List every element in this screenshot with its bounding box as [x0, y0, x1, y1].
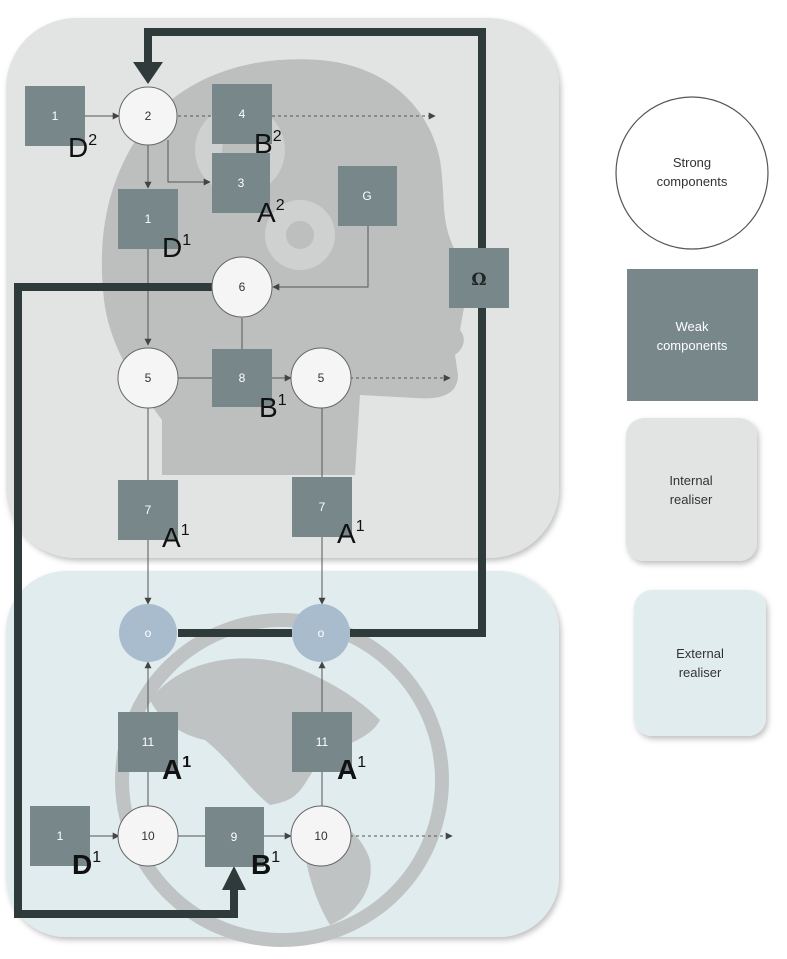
box-omega	[449, 248, 509, 308]
circle-10-right-label: 10	[314, 829, 328, 843]
legend-internal-box	[626, 418, 757, 561]
legend-external-box	[634, 590, 766, 736]
box-omega-label: Ω	[471, 270, 486, 290]
strong-circles: 2 6 5 5 o o 10 10	[117, 86, 352, 867]
box-9-label: 9	[231, 830, 238, 844]
circle-10-right	[290, 805, 352, 867]
feedback-arrowhead-top	[133, 62, 163, 84]
circle-o-left-label: o	[145, 626, 152, 640]
circle-6-label: 6	[239, 280, 246, 294]
box-11-right-label: 11	[316, 735, 329, 749]
label-d2: D2	[68, 132, 97, 163]
legend-internal-line2: realiser	[670, 492, 713, 507]
label-d1-top: D1	[162, 232, 191, 263]
thick-feedback-lines	[14, 28, 486, 918]
box-8	[212, 349, 272, 407]
legend-strong-line1: Strong	[673, 155, 711, 170]
box-8-label: 8	[239, 371, 246, 385]
circle-5-right-label: 5	[318, 371, 325, 385]
box-11-left	[118, 712, 178, 772]
circle-10-left-label: 10	[141, 829, 155, 843]
box-b2-label: 4	[239, 107, 246, 121]
circle-o-right-label: o	[318, 626, 325, 640]
legend-external-line2: realiser	[679, 665, 722, 680]
label-a1-bottom-right: A1	[337, 754, 366, 785]
legend-weak-line2: components	[657, 338, 728, 353]
legend-strong-line2: components	[657, 174, 728, 189]
legend-weak-line1: Weak	[676, 319, 709, 334]
box-7-right	[292, 477, 352, 537]
box-a2	[212, 153, 270, 213]
box-7-right-label: 7	[319, 500, 326, 514]
feedback-arrowhead-bottom	[222, 866, 246, 890]
legend-internal-line1: Internal	[669, 473, 712, 488]
box-g	[338, 166, 397, 226]
label-d1-bottom: D1	[72, 849, 101, 880]
label-b1-top: B1	[259, 392, 287, 423]
circle-5-left	[117, 347, 179, 409]
legend-external-line1: External	[676, 646, 724, 661]
legend-weak-box	[627, 269, 758, 401]
box-d1-bottom-label: 1	[57, 829, 64, 843]
box-a2-label: 3	[238, 176, 245, 190]
circle-5-left-label: 5	[145, 371, 152, 385]
label-b1-bottom: B1	[251, 849, 280, 880]
label-a2: A2	[257, 197, 285, 228]
weak-boxes: 1 4 3 1 G Ω 8 7 7 11 11 1 9	[25, 84, 509, 867]
box-d2-label: 1	[52, 109, 59, 123]
circle-2-label: 2	[145, 109, 152, 123]
label-a1-bottom-left: A1	[162, 754, 191, 785]
box-d1-bottom	[30, 806, 90, 866]
letter-labels: D2 B2 A2 D1 B1 A1 A1 A1 A1 D1 B1	[68, 128, 366, 880]
box-7-left-label: 7	[145, 503, 152, 517]
circle-2	[118, 86, 178, 146]
box-11-left-label: 11	[142, 735, 155, 749]
legend-strong-circle	[615, 96, 769, 250]
box-d1-top	[118, 189, 178, 249]
circle-10-left	[117, 805, 179, 867]
label-a1-right: A1	[337, 518, 365, 549]
box-d2	[25, 86, 85, 146]
box-7-left	[118, 480, 178, 540]
thin-connectors	[85, 112, 453, 840]
label-b2: B2	[254, 128, 282, 159]
circle-6	[211, 256, 273, 318]
label-a1-left: A1	[162, 522, 190, 553]
box-b2	[212, 84, 272, 144]
box-d1-top-label: 1	[145, 212, 152, 226]
box-9	[205, 807, 264, 867]
legend: Strong components Weak components Intern…	[615, 96, 769, 736]
box-11-right	[292, 712, 352, 772]
circle-o-left	[119, 604, 177, 662]
box-g-label: G	[362, 189, 371, 203]
circle-5-right	[290, 347, 352, 409]
circle-o-right	[292, 604, 350, 662]
